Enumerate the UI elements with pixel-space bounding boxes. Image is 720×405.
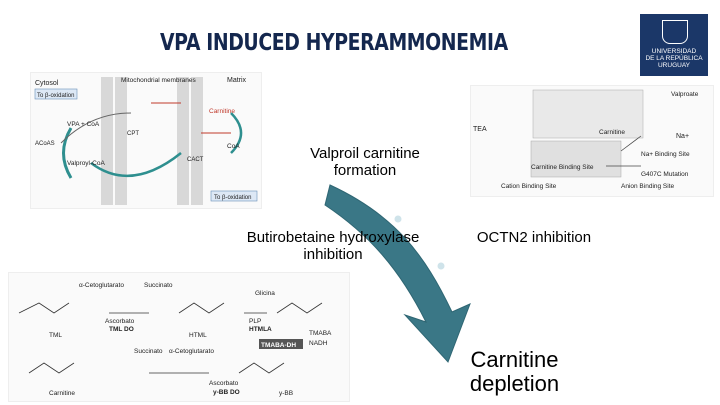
- carnitine-depletion-label: Carnitine depletion: [469, 347, 560, 396]
- curved-arrow-shape: [324, 184, 471, 363]
- logo-text: UNIVERSIDAD DE LA REPÚBLICA URUGUAY: [645, 48, 703, 69]
- octn2-inhibition-label: OCTN2 inhibition: [476, 229, 592, 246]
- valproyl-coa-label: Valproyl-CoA: [67, 160, 105, 167]
- na-binding-site: Na+ Binding Site: [641, 151, 690, 158]
- valproate-label: Valproate: [671, 91, 699, 98]
- coa-label: CoA: [227, 143, 240, 150]
- vpa-coa-label: VPA + CoA: [67, 121, 100, 128]
- carnitine-binding-site: Carnitine Binding Site: [531, 164, 594, 171]
- cation-binding-site: Cation Binding Site: [501, 183, 557, 190]
- ybb-do-label: y-BB DO: [213, 389, 240, 396]
- university-logo: UNIVERSIDAD DE LA REPÚBLICA URUGUAY: [640, 14, 708, 76]
- to-b-oxidation-top: To β-oxidation: [37, 93, 74, 99]
- tmaba-dh-label: TMABA-DH: [261, 342, 296, 349]
- to-b-oxidation-bottom: To β-oxidation: [214, 195, 251, 201]
- ascorbato-2: Ascorbato: [209, 380, 239, 387]
- cytosol-label: Cytosol: [35, 80, 59, 87]
- octn2-binding-diagram: Valproate TEA Carnitine Na+ Na+ Binding …: [470, 85, 714, 197]
- page-title: VPA INDUCED HYPERAMMONEMIA: [160, 30, 508, 56]
- cetoglutarato-2: α-Cetoglutarato: [169, 348, 214, 355]
- html-label: HTML: [189, 332, 207, 339]
- arrow-dot-lower: [437, 262, 445, 270]
- acoas-label: ACoAS: [35, 141, 55, 147]
- ascorbato-1: Ascorbato: [105, 318, 135, 325]
- tea-label: TEA: [473, 126, 487, 133]
- ybb-label: y-BB: [279, 390, 293, 397]
- mitochondria-diagram: Cytosol To β-oxidation Mitochondrial mem…: [30, 72, 262, 209]
- carnitine-label: Carnitine: [209, 108, 235, 115]
- carnitine-biosynthesis-diagram: α-Cetoglutarato Succinato Glicina Ascorb…: [8, 272, 350, 402]
- butirobetaine-label: Butirobetaine hydroxylase inhibition: [246, 229, 420, 263]
- nadh-label: NADH: [309, 340, 328, 347]
- succinato-2: Succinato: [134, 348, 163, 355]
- succinato-1: Succinato: [144, 282, 173, 289]
- plp-label: PLP: [249, 318, 261, 325]
- anion-binding-site: Anion Binding Site: [621, 183, 675, 190]
- cpt-label: CPT: [127, 131, 139, 137]
- carnitine-label-tr: Carnitine: [599, 129, 625, 136]
- arrow-dot-upper: [394, 215, 402, 223]
- mito-membranes-label: Mitochondrial membranes: [121, 77, 197, 84]
- glicina-label: Glicina: [255, 290, 275, 297]
- tml-label: TML: [49, 332, 62, 339]
- carnitine-label-bl: Carnitine: [49, 390, 75, 397]
- matrix-label: Matrix: [227, 77, 247, 84]
- tmaba-label: TMABA: [309, 330, 332, 337]
- htmla-label: HTMLA: [249, 326, 272, 333]
- na-label: Na+: [676, 133, 689, 140]
- cetoglutarato-1: α-Cetoglutarato: [79, 282, 124, 289]
- valproil-carnitine-label: Valproil carnitine formation: [310, 145, 420, 179]
- crest-icon: [662, 20, 688, 44]
- g407c-mutation: G407C Mutation: [641, 171, 689, 178]
- cact-label: CACT: [187, 157, 204, 163]
- tml-do-label: TML DO: [109, 326, 134, 333]
